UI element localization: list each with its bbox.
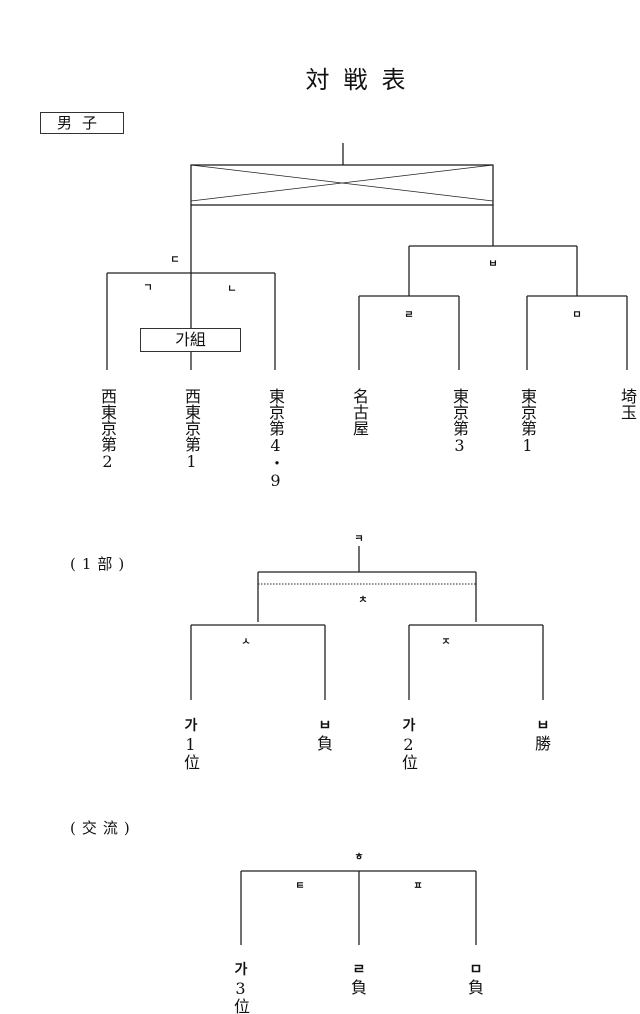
match-mark-m: ㅁ xyxy=(572,310,582,321)
match-mark-j: ㅈ xyxy=(441,637,451,648)
match-mark-h: ㅎ xyxy=(354,852,364,863)
team-name: 東京第4・9 xyxy=(266,388,285,490)
team-name: 東京第3 xyxy=(450,388,469,455)
entry-mark: ㅂ xyxy=(318,718,332,734)
entry-mark: ㅁ xyxy=(469,962,483,978)
match-mark-r: ㄹ xyxy=(404,310,414,321)
entry-mark: 가 xyxy=(234,962,248,978)
match-mark-k: ㅋ xyxy=(354,534,364,545)
section-men-label: 男子 xyxy=(40,112,124,134)
match-mark-s: ㅅ xyxy=(241,637,251,648)
entry-text: 1位 xyxy=(181,735,200,770)
page-title: 対戦表 xyxy=(305,66,420,94)
match-mark-n: ㄴ xyxy=(227,284,237,295)
entry-text: 負 xyxy=(350,978,368,997)
team-name: 東京第1 xyxy=(518,388,537,455)
entry-mark: 가 xyxy=(184,718,198,734)
match-mark-ch: ㅊ xyxy=(358,595,368,606)
entry-text: 2位 xyxy=(399,735,418,770)
group-label: 가組 xyxy=(140,328,241,352)
match-mark-b: ㅂ xyxy=(488,259,498,270)
section-part1-label: (1部) xyxy=(70,555,131,573)
match-mark-g: ㄱ xyxy=(143,283,153,294)
section-exchange-label: (交流) xyxy=(70,819,136,837)
team-name: 西東京第2 xyxy=(98,388,117,471)
entry-text: 3位 xyxy=(231,979,250,1014)
entry-mark: ㅂ xyxy=(536,718,550,734)
team-name: 名古屋 xyxy=(350,388,369,436)
entry-text: 負 xyxy=(316,734,334,753)
team-name: 西東京第1 xyxy=(182,388,201,471)
entry-text: 勝 xyxy=(534,734,552,753)
match-mark-d: ㄷ xyxy=(170,255,180,266)
match-mark-t: ㅌ xyxy=(295,881,305,892)
entry-mark: 가 xyxy=(402,718,416,734)
entry-mark: ㄹ xyxy=(352,962,366,978)
match-mark-p: ㅍ xyxy=(413,881,423,892)
entry-text: 負 xyxy=(467,978,485,997)
team-name: 埼玉 xyxy=(618,388,637,420)
